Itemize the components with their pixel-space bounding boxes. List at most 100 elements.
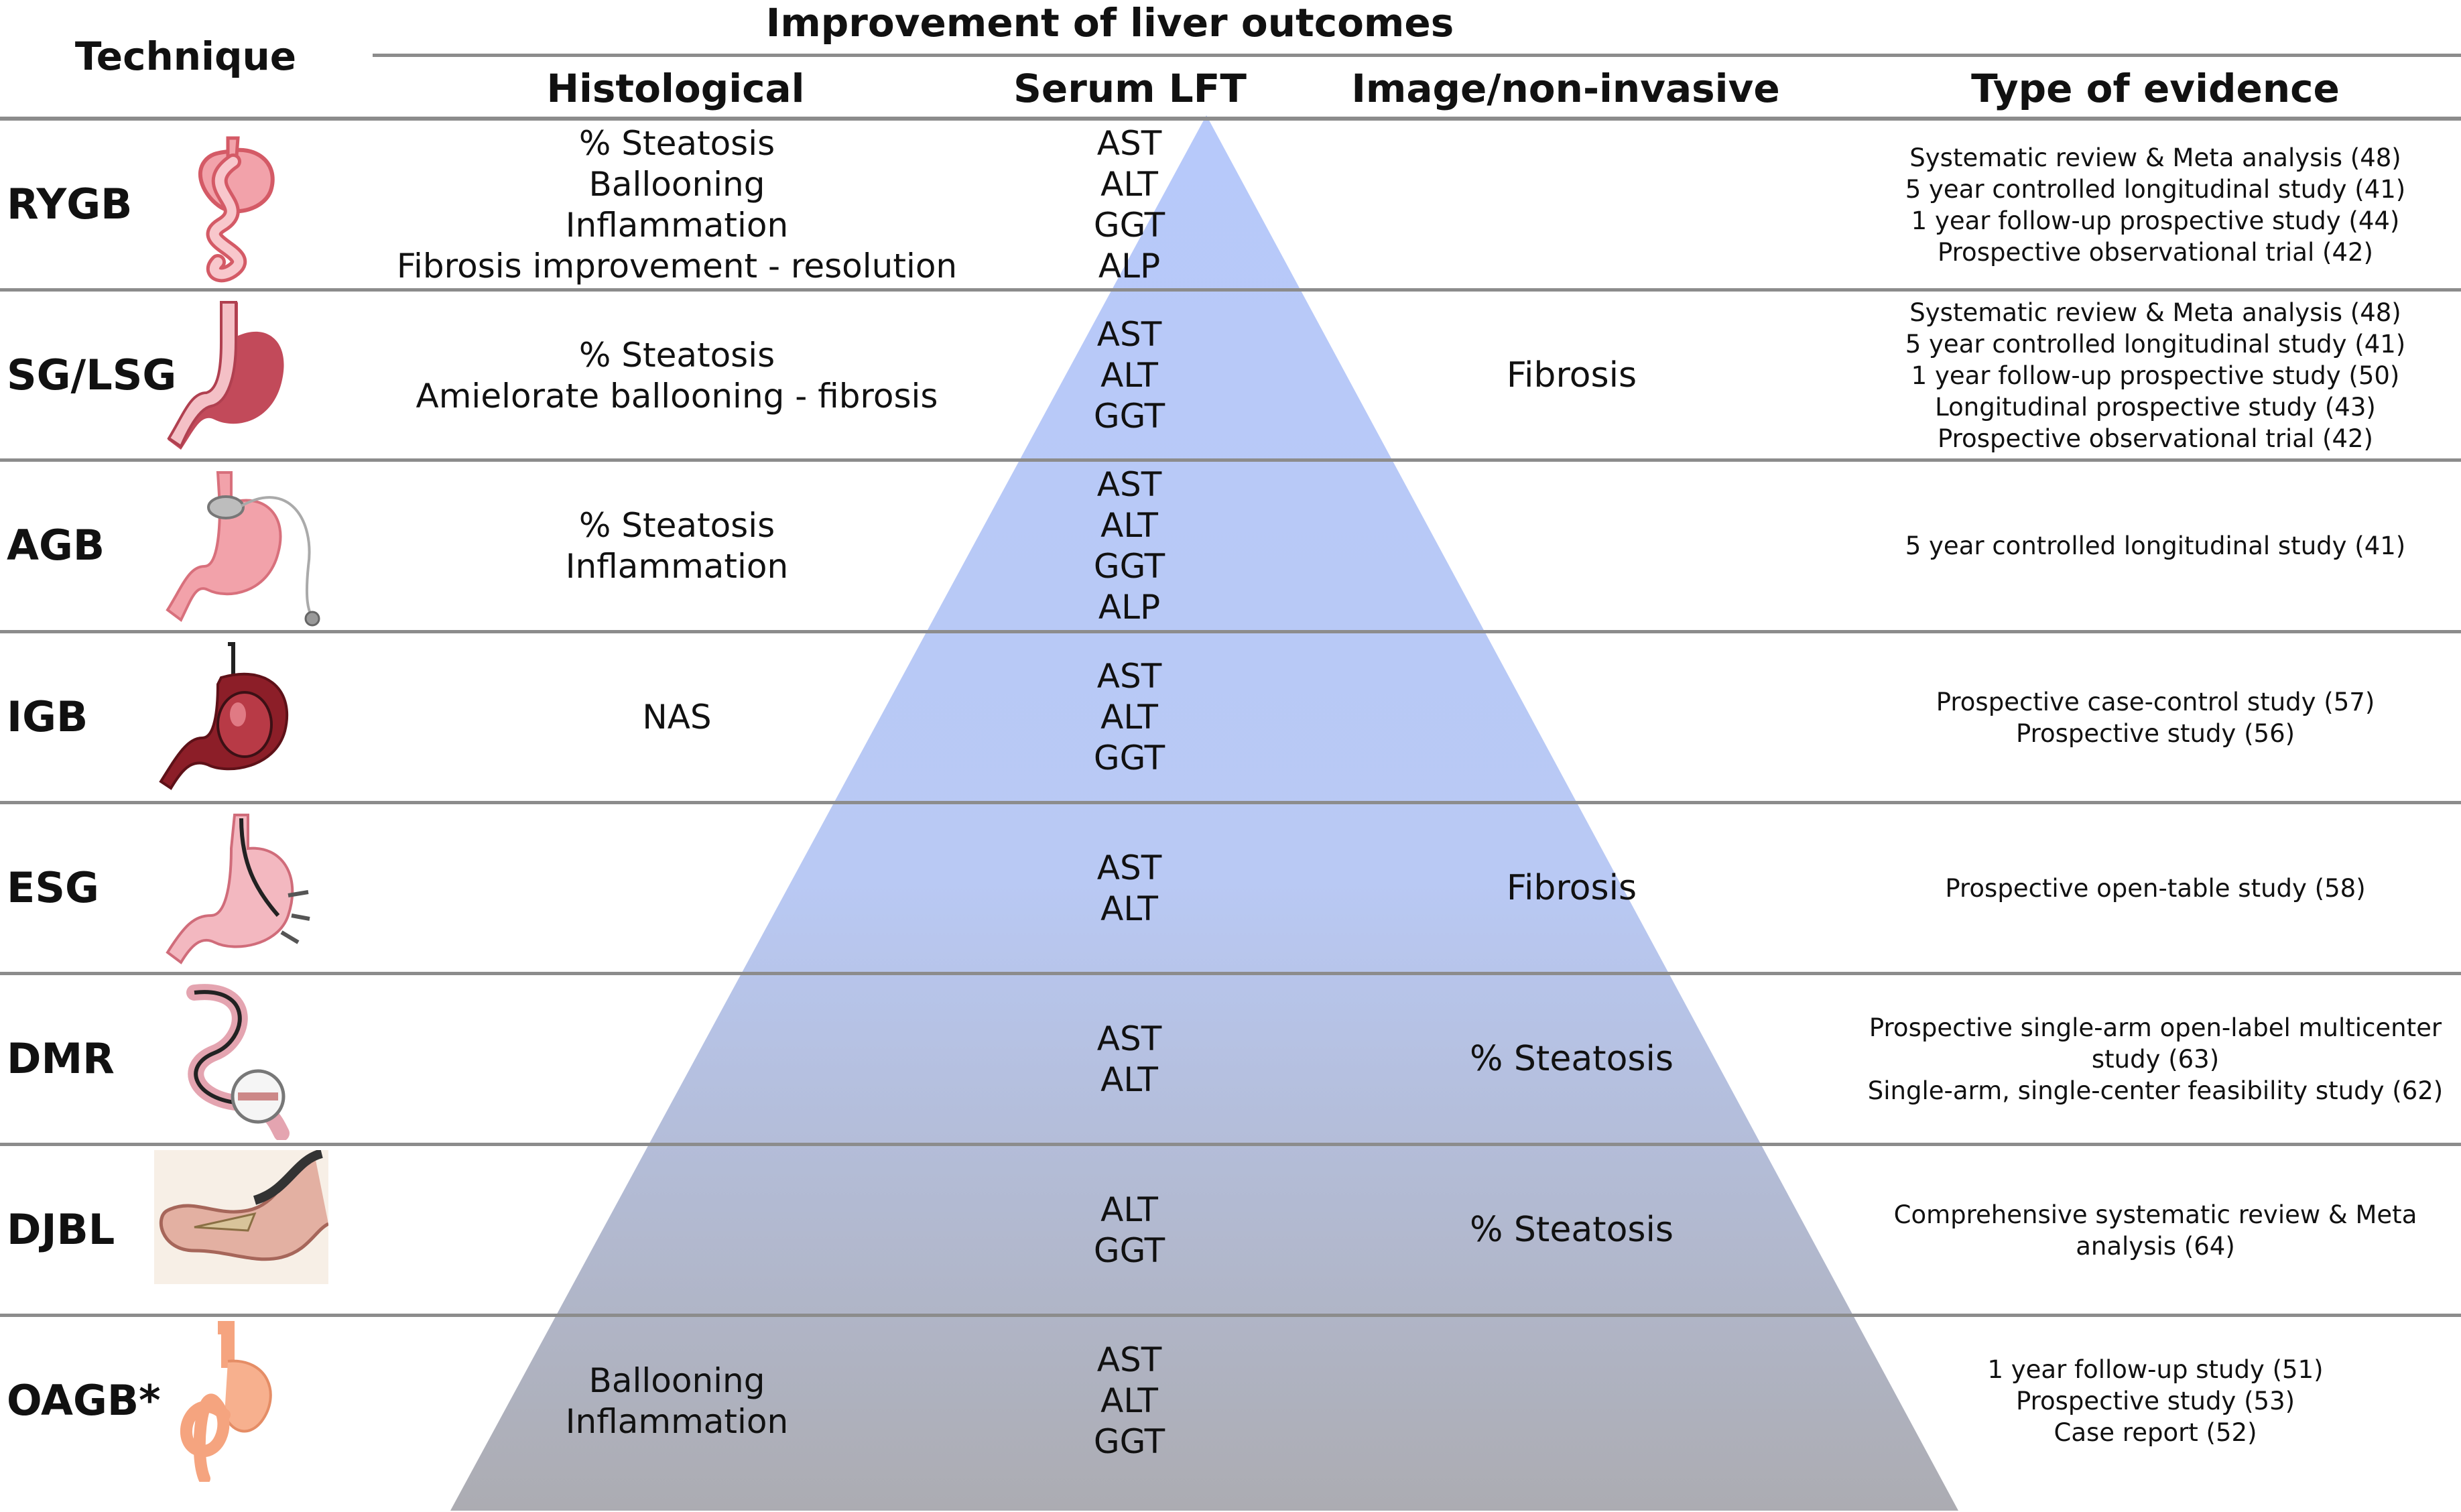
serum-lft-cell-line: AST	[1096, 1340, 1162, 1379]
evidence-cell: Comprehensive systematic review & Meta a…	[1850, 1145, 2461, 1316]
imaging-cell	[1361, 460, 1783, 631]
serum-lft-cell-line: ALT	[1100, 698, 1158, 737]
evidence-cell-line: Comprehensive systematic review & Meta a…	[1893, 1200, 2417, 1261]
technique-label: OAGB*	[7, 1375, 161, 1425]
pyramid	[450, 115, 1958, 1511]
header-rule	[373, 54, 2461, 57]
evidence-cell: 1 year follow-up study (51) Prospective s…	[1850, 1316, 2461, 1487]
evidence-cell-line: Prospective study (53)	[2015, 1387, 2295, 1415]
technique-label: ESG	[7, 863, 99, 912]
evidence-cell-line: Systematic review & Meta analysis (48)	[1909, 298, 2401, 327]
histological-header: Histological	[546, 66, 805, 111]
technique-label: DJBL	[7, 1204, 115, 1254]
technique-label: IGB	[7, 692, 88, 741]
technique-header: Technique	[74, 34, 297, 79]
evidence-cell-line: 5 year controlled longitudinal study (41…	[1905, 174, 2406, 204]
endoscopic-sleeve-icon	[154, 808, 322, 972]
histological-cell-line: Inflammation	[565, 205, 789, 245]
serum-lft-cell-line: ALT	[1100, 1060, 1158, 1099]
rygb-stomach-icon	[154, 125, 302, 288]
histological-cell	[402, 803, 952, 974]
one-anastomosis-bypass-icon	[154, 1321, 302, 1485]
evidence-cell-line: 5 year controlled longitudinal study (41…	[1905, 330, 2406, 359]
histological-cell-line: % Steatosis	[578, 335, 775, 375]
technique-label: AGB	[7, 520, 105, 570]
serum-lft-cell-line: ALP	[1098, 246, 1161, 286]
evidence-header: Type of evidence	[1971, 66, 2340, 111]
row-separator	[0, 801, 2461, 804]
serum-lft-cell-line: ALT	[1100, 356, 1158, 395]
outcomes-title: Improvement of liver outcomes	[765, 0, 1454, 46]
serum-lft-cell-line: AST	[1096, 1019, 1162, 1058]
sleeve-gastrectomy-icon	[154, 296, 302, 459]
histological-cell-line: Fibrosis improvement - resolution	[396, 246, 958, 286]
row-separator	[0, 630, 2461, 633]
imaging-cell-line: % Steatosis	[1469, 1039, 1674, 1079]
evidence-cell-line: 1 year follow-up study (51)	[1987, 1355, 2324, 1384]
serum-lft-cell-line: GGT	[1093, 1231, 1165, 1270]
serum-lft-cell-line: GGT	[1093, 546, 1165, 586]
histological-cell-line: % Steatosis	[578, 505, 775, 545]
technique-label: RYGB	[7, 179, 133, 229]
evidence-cell-line: Prospective single-arm open-label multic…	[1869, 1013, 2442, 1074]
technique-label: DMR	[7, 1033, 115, 1083]
duodenal-resurfacing-icon	[154, 979, 302, 1143]
imaging-header: Image/non-invasive	[1351, 66, 1780, 111]
serum-lft-cell-line: ALP	[1098, 587, 1161, 627]
evidence-cell-line: Prospective observational trial (42)	[1938, 424, 2373, 453]
histological-cell: NAS	[402, 632, 952, 803]
serum-lft-cell-line: AST	[1096, 464, 1162, 504]
evidence-cell: Prospective single-arm open-label multic…	[1850, 974, 2461, 1145]
evidence-cell-line: Prospective study (56)	[2015, 718, 2295, 748]
row-separator	[0, 1143, 2461, 1146]
histological-cell-line: Ballooning	[588, 164, 765, 204]
serum-lft-cell-line: ALT	[1100, 164, 1158, 204]
evidence-cell-line: Single-arm, single-center feasibility st…	[1867, 1076, 2444, 1105]
serum-lft-cell-line: GGT	[1093, 739, 1165, 777]
serum-lft-cell-line: AST	[1096, 315, 1162, 354]
serum-lft-cell-line: GGT	[1093, 1422, 1165, 1461]
imaging-cell	[1361, 119, 1783, 290]
evidence-cell: Prospective case-control study (57)Prosp…	[1850, 632, 2461, 803]
imaging-cell-line: Fibrosis	[1506, 868, 1637, 908]
serum-lft-cell-line: ALT	[1100, 1381, 1158, 1420]
evidence-cell-line: 1 year follow-up prospective study (50)	[1911, 361, 2400, 390]
gastric-band-icon	[154, 466, 322, 629]
imaging-cell-line: % Steatosis	[1469, 1210, 1674, 1250]
column-header-rule	[0, 117, 2461, 120]
serum-lft-cell-line: ALT	[1100, 889, 1158, 928]
serum-lft-cell-line: AST	[1096, 657, 1162, 696]
row-separator	[0, 972, 2461, 975]
evidence-cell: Prospective open-table study (58)	[1850, 803, 2461, 974]
intragastric-balloon-icon	[154, 637, 302, 801]
histological-cell-line: Inflammation	[565, 1401, 789, 1441]
evidence-cell-line: Prospective open-table study (58)	[1945, 874, 2366, 903]
evidence-cell: Systematic review & Meta analysis (48)5 …	[1850, 119, 2461, 290]
duodenal-liner-icon	[154, 1149, 330, 1287]
serum-lft-cell-line: AST	[1096, 848, 1162, 887]
imaging-cell	[1361, 632, 1783, 803]
histological-cell-line: Inflammation	[565, 546, 789, 586]
row-separator	[0, 288, 2461, 292]
technique-label: SG/LSG	[7, 350, 177, 399]
row-separator	[0, 458, 2461, 462]
evidence-cell-line: 5 year controlled longitudinal study (41…	[1905, 531, 2406, 560]
evidence-cell-line: Case report (52)	[2054, 1418, 2257, 1447]
histological-cell-line: % Steatosis	[578, 123, 775, 163]
serum-lft-cell-line: ALT	[1100, 1190, 1158, 1229]
evidence-cell-line: Longitudinal prospective study (43)	[1935, 393, 2376, 422]
evidence-cell-line: Prospective observational trial (42)	[1938, 237, 2373, 267]
serum-lft-cell-line: GGT	[1093, 397, 1165, 436]
evidence-cell: Systematic review & Meta analysis (48) 5 …	[1850, 290, 2461, 461]
